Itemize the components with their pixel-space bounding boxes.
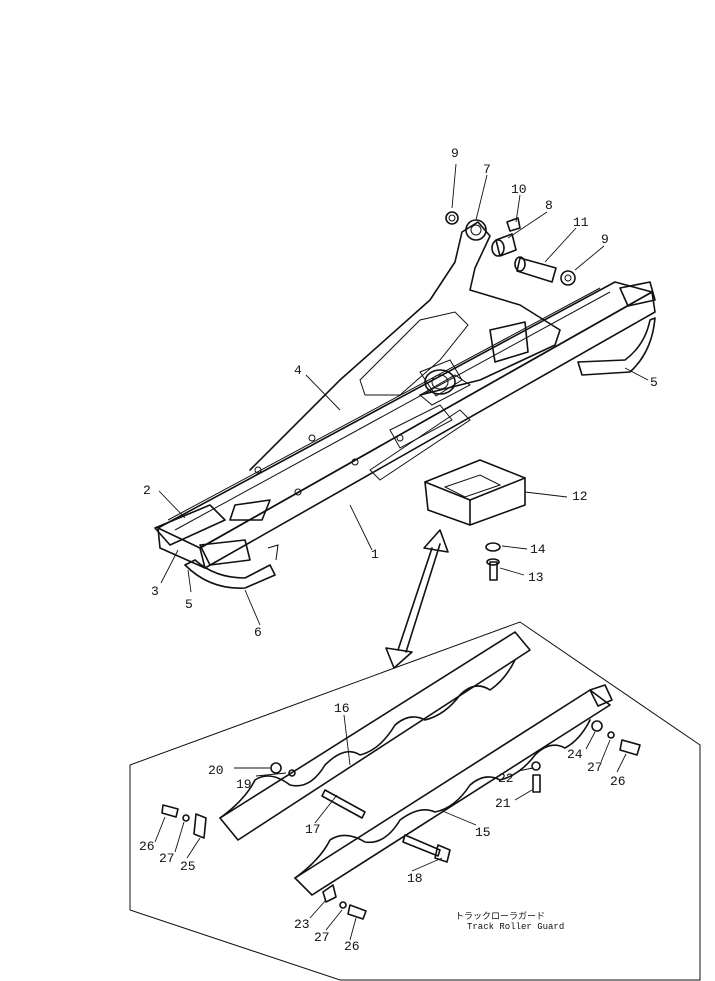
callout-25: 25 — [180, 859, 196, 874]
leader-lines — [154, 163, 649, 941]
callout-4: 4 — [294, 363, 302, 378]
callout-27-right: 27 — [587, 760, 603, 775]
caption-english: Track Roller Guard — [467, 922, 565, 933]
callout-19: 19 — [236, 777, 252, 792]
assembly-arrow — [385, 529, 449, 669]
callout-22: 22 — [498, 771, 514, 786]
callout-12: 12 — [572, 489, 588, 504]
track-frame — [157, 281, 656, 569]
callout-26-left: 26 — [139, 839, 155, 854]
roller-guards — [219, 631, 613, 896]
front-end-assembly — [154, 499, 279, 589]
callout-27-bottom: 27 — [314, 930, 330, 945]
rear-end-assembly — [577, 281, 656, 376]
callout-16: 16 — [334, 701, 350, 716]
pivot-arm — [249, 219, 561, 471]
caption-japanese: トラックローラガード — [455, 912, 546, 922]
guard-bracket — [424, 459, 526, 581]
callout-27-left: 27 — [159, 851, 175, 866]
callout-5-rear: 5 — [650, 375, 658, 390]
guard-detail-frame — [129, 621, 701, 981]
guard-hardware — [161, 720, 641, 920]
callout-14: 14 — [530, 542, 546, 557]
guard-caption: トラックローラガード Track Roller Guard — [455, 912, 564, 933]
callout-13: 13 — [528, 570, 544, 585]
callout-9: 9 — [451, 146, 459, 161]
callout-20: 20 — [208, 763, 224, 778]
callout-21: 21 — [495, 796, 511, 811]
callout-8: 8 — [545, 198, 553, 213]
callout-26-bottom: 26 — [344, 939, 360, 954]
callout-3: 3 — [151, 584, 159, 599]
callout-11: 11 — [573, 215, 589, 230]
callout-1: 1 — [371, 547, 379, 562]
callout-9-right: 9 — [601, 232, 609, 247]
callout-26-right: 26 — [610, 774, 626, 789]
callout-15: 15 — [475, 825, 491, 840]
callout-23: 23 — [294, 917, 310, 932]
callout-6: 6 — [254, 625, 262, 640]
callout-18: 18 — [407, 871, 423, 886]
callout-10: 10 — [511, 182, 527, 197]
callout-24: 24 — [567, 747, 583, 762]
callout-17: 17 — [305, 822, 321, 837]
callout-7: 7 — [483, 162, 491, 177]
callout-5-front: 5 — [185, 597, 193, 612]
callout-2: 2 — [143, 483, 151, 498]
pivot-hardware — [445, 211, 576, 286]
